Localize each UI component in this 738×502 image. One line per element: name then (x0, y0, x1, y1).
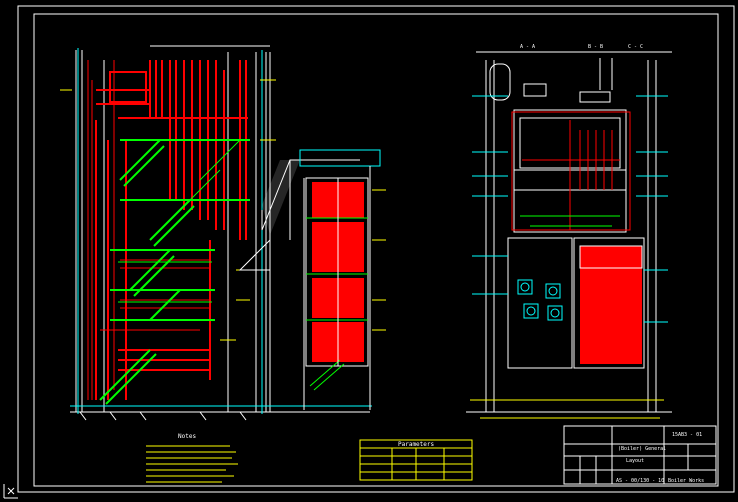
burner-group (517, 279, 563, 321)
inner-frame (33, 13, 719, 487)
outer-frame (17, 5, 735, 493)
notes-block: Notes (146, 433, 238, 483)
section-label-c: C - C (628, 44, 643, 50)
drawing-name-line2: Layout (626, 458, 644, 464)
drawing-number: 15AB3 - 01 (672, 432, 702, 438)
ucs-axis-icon (3, 484, 18, 499)
air-preheater-column (299, 149, 386, 410)
drawing-code: AS - 00/130 - 10 (616, 478, 664, 484)
company-name: Boiler Works (668, 478, 704, 484)
table-title: Parameters (398, 441, 435, 448)
section-label-b: B - B (588, 44, 603, 50)
parameter-table: Parameters (359, 439, 473, 481)
drawing-name-line1: (Boiler) General (618, 446, 666, 452)
boiler-side-elevation (60, 45, 372, 421)
notes-title: Notes (178, 433, 196, 440)
title-block: 15AB3 - 01 (Boiler) General Layout AS - … (563, 425, 717, 485)
section-label-a: A - A (520, 44, 535, 50)
boiler-front-section: A - A B - B C - C (466, 44, 672, 419)
